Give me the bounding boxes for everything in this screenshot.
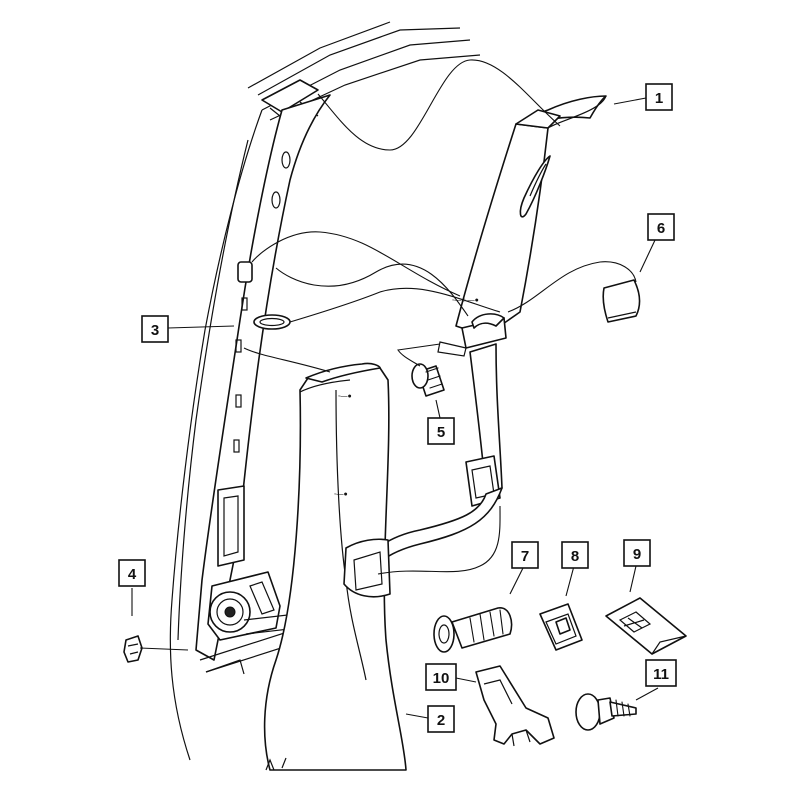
callout-8-label: 8 <box>571 548 579 565</box>
callout-2-box <box>427 705 455 733</box>
callout-3-label: 3 <box>151 322 159 339</box>
callout-11-label: 11 <box>653 666 669 683</box>
callout-10: 10 <box>425 663 457 691</box>
callout-6: 6 <box>647 213 675 241</box>
callout-8: 8 <box>561 541 589 569</box>
callout-2: 2 <box>427 705 455 733</box>
callout-1-box <box>645 83 673 111</box>
callout-3-box <box>141 315 169 343</box>
retainer-clip <box>605 597 687 655</box>
callout-9: 9 <box>623 539 651 567</box>
callout-5: 5 <box>427 417 455 445</box>
seat-belt-webbing <box>347 343 503 589</box>
anchor-bolt <box>411 363 445 397</box>
callout-4-box <box>118 559 146 587</box>
callout-7: 7 <box>511 541 539 569</box>
upper-b-pillar-trim: ◦—○ —● <box>452 95 607 333</box>
callout-5-box <box>427 417 455 445</box>
callout-pointers <box>131 97 659 719</box>
callout-11-box <box>645 659 677 687</box>
callout-6-label: 6 <box>657 220 665 237</box>
callout-1-label: 1 <box>655 90 663 107</box>
callout-10-label: 10 <box>433 670 450 687</box>
d-ring-guide <box>437 313 507 357</box>
body-frame <box>169 21 481 761</box>
callout-2-label: 2 <box>437 712 445 729</box>
callout-9-box <box>623 539 651 567</box>
callout-9-label: 9 <box>633 546 641 563</box>
callout-11: 11 <box>645 659 677 687</box>
callout-3: 3 <box>141 315 169 343</box>
anchor-cover-cap <box>602 279 641 323</box>
svg-text:◦—●: ◦—● <box>338 393 352 400</box>
retractor-assembly <box>207 571 299 641</box>
callout-4-label: 4 <box>128 566 137 583</box>
callout-4: 4 <box>118 559 146 587</box>
callout-7-label: 7 <box>521 548 529 565</box>
svg-text:◦—●: ◦—● <box>334 491 348 498</box>
u-nut-clip <box>539 603 583 651</box>
callout-6-box <box>647 213 675 241</box>
clip-part-4 <box>123 635 143 663</box>
callout-8-box <box>561 541 589 569</box>
mounting-bracket <box>475 665 555 747</box>
callout-10-box <box>425 663 457 691</box>
callout-7-box <box>511 541 539 569</box>
callout-1: 1 <box>645 83 673 111</box>
trim-screw <box>575 693 637 731</box>
leader-lines <box>139 59 637 651</box>
callout-5-label: 5 <box>437 424 445 441</box>
lower-b-pillar-trim: ◦—● ◦—● <box>263 362 407 771</box>
push-pin-fastener <box>433 607 513 653</box>
